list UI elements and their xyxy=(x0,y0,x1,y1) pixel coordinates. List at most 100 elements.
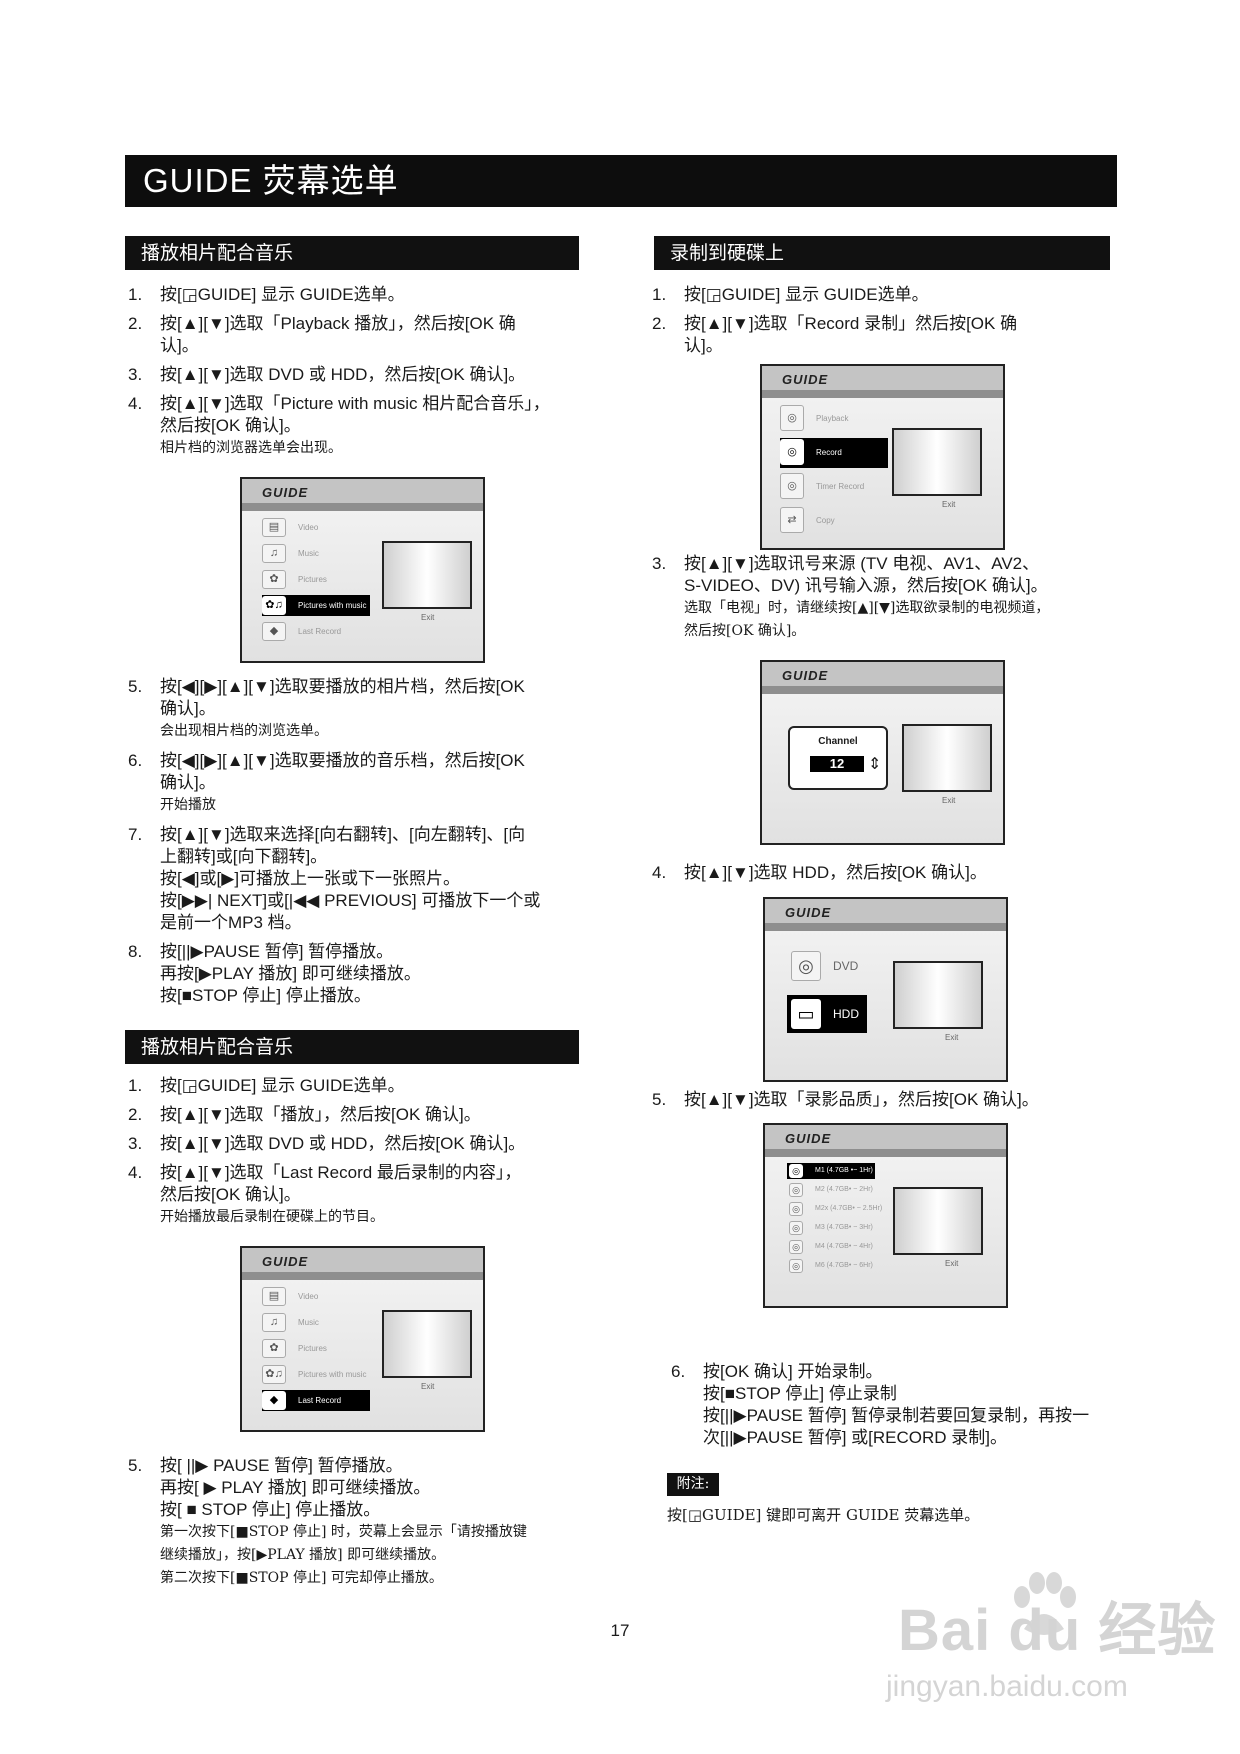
menu-item: ◎Playback xyxy=(780,404,888,434)
menu-item: ♫ Music xyxy=(262,1312,370,1333)
step-item: 5.按[▲][▼]选取「录影品质」，然后按[OK 确认]。 xyxy=(652,1089,1122,1111)
steps-record-quality: 5.按[▲][▼]选取「录影品质」，然后按[OK 确认]。 xyxy=(652,1089,1122,1118)
step-text: 按[▲][▼]选取来选择[向右翻转]、[向左翻转]、[向 xyxy=(160,825,526,844)
step-text: 按[■STOP 停止] 停止录制 xyxy=(703,1384,897,1403)
step-item: 6.按[OK 确认] 开始录制。按[■STOP 停止] 停止录制按[||▶PAU… xyxy=(671,1361,1141,1449)
step-item: 3.按[▲][▼]选取 DVD 或 HDD，然后按[OK 确认]。 xyxy=(128,364,598,386)
menu-item: ✿♫Pictures with music xyxy=(262,595,370,616)
menu-item-label: Last Record xyxy=(298,627,342,636)
step-text: 按[◲GUIDE] 显示 GUIDE选单。 xyxy=(160,1076,405,1095)
step-text: 按[▲][▼]选取「Last Record 最后录制的内容」， xyxy=(160,1163,522,1182)
copy-icon: ⇄ xyxy=(780,507,804,533)
quality-disc-icon: ◎ xyxy=(789,1259,803,1273)
menu-item-label: HDD xyxy=(833,1007,859,1021)
menu-item-label: Pictures xyxy=(298,575,327,584)
step-note: 然后按[OK 确认]。 xyxy=(684,623,806,639)
step-number: 1. xyxy=(652,285,667,304)
pictures-music-icon: ✿♫ xyxy=(262,1365,286,1384)
step-item: 4. 按[▲][▼]选取 HDD，然后按[OK 确认]。 xyxy=(652,862,1122,884)
preview-window xyxy=(902,724,992,792)
step-text: 按[▲][▼]选取 HDD，然后按[OK 确认]。 xyxy=(684,863,987,882)
step-number: 6. xyxy=(671,1362,686,1381)
step-note: 第二次按下[■STOP 停止] 可完却停止播放。 xyxy=(160,1570,443,1586)
menu-item: ✿♫ Pictures with music xyxy=(262,1364,370,1385)
video-icon: ▤ xyxy=(262,518,286,537)
step-number: 3. xyxy=(128,1134,143,1153)
pictures-icon: ✿ xyxy=(262,1339,286,1358)
step-text: 按[◲GUIDE] 显示 GUIDE选单。 xyxy=(160,285,405,304)
step-text: 再按[ ▶ PLAY 播放] 即可继续播放。 xyxy=(160,1478,431,1497)
menu-item-label: Record xyxy=(816,448,842,457)
step-number: 5. xyxy=(128,677,143,696)
header-strip xyxy=(765,1149,1006,1157)
menu-item: ◎M1 (4.7GB •~ 1Hr) xyxy=(787,1163,875,1179)
exit-label: Exit xyxy=(942,500,956,509)
menu-item-label: M2x (4.7GB• ~ 2.5Hr) xyxy=(815,1205,883,1212)
step-item: 1.按[◲GUIDE] 显示 GUIDE选单。 xyxy=(652,284,1122,306)
step-number: 1. xyxy=(128,1076,143,1095)
step-number: 1. xyxy=(128,285,143,304)
menu-item-label: Pictures with music xyxy=(298,1370,367,1379)
menu-item: ◆Last Record xyxy=(262,621,370,642)
note-text: 按[◲GUIDE] 键即可离开 GUIDE 荧幕选单。 xyxy=(667,1506,980,1524)
menu-item: ▤ Video xyxy=(262,517,370,538)
menu-item: ▭HDD xyxy=(787,995,867,1033)
step-text: 然后按[OK 确认]。 xyxy=(160,416,301,435)
guide-logo: GUIDE xyxy=(242,479,483,503)
step-item: 2.按[▲][▼]选取「Record 录制」然后按[OK 确认]。 xyxy=(652,313,1122,357)
quality-disc-icon: ◎ xyxy=(789,1202,803,1216)
step-item: 2.按[▲][▼]选取「播放」，然后按[OK 确认]。 xyxy=(128,1104,598,1126)
guide-screen-pictures-music: GUIDE▤Video♫Music✿Pictures✿♫Pictures wit… xyxy=(240,477,485,663)
step-text: 按[◀]或[▶]可播放上一张或下一张照片。 xyxy=(160,869,461,888)
step-text: 按[▲][▼]选取「Record 录制」然后按[OK 确 xyxy=(684,314,1018,333)
step-number: 6. xyxy=(128,751,143,770)
steps-last-record-part1: 1. 按[◲GUIDE] 显示 GUIDE选单。 2.按[▲][▼]选取「播放」，然… xyxy=(128,1075,598,1236)
preview-window xyxy=(893,1187,983,1255)
section-heading-photo-music: 播放相片配合音乐 xyxy=(125,236,579,270)
step-text: 按[◀][▶][▲][▼]选取要播放的相片档，然后按[OK xyxy=(160,677,525,696)
watermark-sub: jingyan.baidu.com xyxy=(886,1670,1128,1703)
step-text: 再按[▶PLAY 播放] 即可继续播放。 xyxy=(160,964,421,983)
step-item: 4.按[▲][▼]选取「Picture with music 相片配合音乐」，然… xyxy=(128,393,598,460)
step-note: 继续播放」，按[▶PLAY 播放] 即可继续播放。 xyxy=(160,1547,446,1563)
exit-label: Exit xyxy=(421,613,435,622)
step-number: 8. xyxy=(128,942,143,961)
step-text: 按[ ■ STOP 停止] 停止播放。 xyxy=(160,1500,381,1519)
steps-record-part1: 1.按[◲GUIDE] 显示 GUIDE选单。 2. 按[▲][▼]选取「Recor… xyxy=(652,284,1122,364)
preview-window xyxy=(382,1310,472,1378)
steps-start-record: 6.按[OK 确认] 开始录制。按[■STOP 停止] 停止录制按[||▶PAU… xyxy=(671,1361,1141,1456)
step-item: 2.按[▲][▼]选取「Playback 播放」，然后按[OK 确认]。 xyxy=(128,313,598,357)
step-number: 4. xyxy=(652,863,667,882)
menu-item-label: Music xyxy=(298,1318,319,1327)
music-icon: ♫ xyxy=(262,544,286,563)
step-number: 3. xyxy=(128,365,143,384)
step-text: 按[▲][▼]选取「播放」，然后按[OK 确认]。 xyxy=(160,1105,481,1124)
guide-logo: GUIDE xyxy=(765,1125,1006,1149)
guide-logo: GUIDE xyxy=(242,1248,483,1272)
record-icon: ◎ xyxy=(780,439,804,465)
menu-item-label: M3 (4.7GB• ~ 3Hr) xyxy=(815,1224,873,1231)
quality-disc-icon: ◎ xyxy=(789,1164,803,1178)
menu-item-label: Pictures xyxy=(298,1344,327,1353)
step-number: 2. xyxy=(652,314,667,333)
music-icon: ♫ xyxy=(262,1313,286,1332)
menu-item-label: Pictures with music xyxy=(298,601,367,610)
step-text: 认]。 xyxy=(160,336,199,355)
steps-record-hdd: 4. 按[▲][▼]选取 HDD，然后按[OK 确认]。 xyxy=(652,862,1122,891)
step-item: 1. 按[◲GUIDE] 显示 GUIDE选单。 xyxy=(128,284,598,306)
menu-item-label: Video xyxy=(298,1292,319,1301)
menu-item-label: Video xyxy=(298,523,319,532)
steps-last-record-part2: 5.按[ ||▶ PAUSE 暂停] 暂停播放。再按[ ▶ PLAY 播放] 即… xyxy=(128,1455,598,1597)
step-text: 按[◀][▶][▲][▼]选取要播放的音乐档，然后按[OK xyxy=(160,751,525,770)
step-note: 相片档的浏览器选单会出现。 xyxy=(160,440,342,456)
watermark-main: Bai du 经验 xyxy=(898,1598,1217,1663)
step-note: 第一次按下[■STOP 停止] 时，荧幕上会显示「请按播放键 xyxy=(160,1524,527,1540)
step-text: 按[OK 确认] 开始录制。 xyxy=(703,1362,883,1381)
header-strip xyxy=(242,1272,483,1280)
menu-item-label: M6 (4.7GB• ~ 6Hr) xyxy=(815,1262,873,1269)
step-item: 4.按[▲][▼]选取「Last Record 最后录制的内容」，然后按[OK … xyxy=(128,1162,598,1229)
